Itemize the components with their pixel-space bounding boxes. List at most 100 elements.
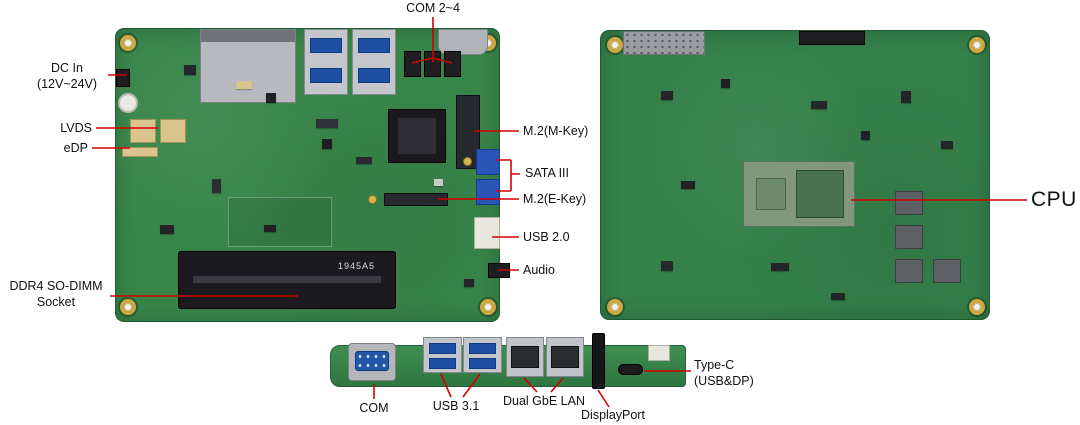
mounting-hole [480, 299, 496, 315]
label-usb31: USB 3.1 [432, 399, 480, 413]
rj45-opening [551, 346, 579, 368]
power-choke [895, 191, 923, 215]
sata-port-2 [476, 179, 500, 205]
label-lvds: LVDS [60, 121, 92, 135]
usb-port [310, 68, 342, 83]
label-ddr4-line2: Socket [36, 294, 76, 309]
lan-port-1 [506, 337, 544, 377]
smd-component [236, 81, 252, 89]
com-dsub-port [348, 343, 396, 381]
label-sata: SATA III [525, 166, 569, 180]
smd-component [264, 225, 276, 232]
mounting-hole [120, 35, 136, 51]
usb-port [358, 68, 390, 83]
smd-component [212, 179, 221, 193]
so-dimm-socket [178, 251, 396, 309]
usb31-stack-1 [423, 337, 462, 373]
label-audio: Audio [523, 263, 555, 277]
audio-header [488, 263, 510, 278]
smd-component [464, 279, 474, 287]
smd-component [831, 293, 845, 300]
label-edp: eDP [63, 141, 88, 155]
dc-in-connector [116, 69, 130, 87]
mounting-hole [120, 299, 136, 315]
sata-port-1 [476, 149, 500, 175]
usb31-stack-2 [463, 337, 502, 373]
rtc-battery [118, 93, 138, 113]
smd-component [160, 225, 174, 234]
com2-header [404, 51, 421, 77]
cpu-die [796, 170, 844, 218]
aux-connector [648, 345, 670, 361]
label-displayport: DisplayPort [581, 408, 645, 422]
smd-component [811, 101, 827, 109]
lan-shield-block [200, 29, 296, 103]
com3-header [424, 51, 441, 77]
mounting-hole [969, 299, 985, 315]
m2-ekey-slot [384, 193, 448, 206]
smd-component [266, 93, 276, 103]
power-choke [933, 259, 961, 283]
type-c-port [618, 364, 643, 375]
label-dc-in-line2: (12V~24V) [36, 76, 98, 91]
label-m2-mkey: M.2(M-Key) [523, 124, 589, 138]
com-dsub-face [355, 351, 389, 371]
label-usb2: USB 2.0 [523, 230, 570, 244]
usb2-header [474, 217, 500, 249]
edge-io-view [330, 333, 686, 393]
cpu-die-small [756, 178, 786, 210]
smd-component [661, 261, 673, 271]
label-lan: Dual GbE LAN [503, 394, 585, 408]
label-typec-line1: Type-C [694, 358, 735, 372]
soc-chip [388, 109, 446, 163]
usb-port [469, 343, 496, 354]
mounting-hole [607, 37, 623, 53]
usb3-stack-1 [304, 29, 348, 95]
usb-port [469, 358, 496, 369]
back-view-board [600, 30, 990, 320]
label-ddr4-line1: DDR4 SO-DIMM [9, 279, 103, 293]
lan-port-2 [546, 337, 584, 377]
label-typec: Type-C (USB&DP) [694, 358, 754, 389]
label-cpu: CPU [1031, 188, 1077, 211]
displayport-connector [592, 333, 605, 389]
lvds-connector-2 [160, 119, 186, 143]
m2-screw [463, 157, 472, 166]
usb3-stack-2 [352, 29, 396, 95]
silkscreen-zone [228, 197, 332, 247]
edp-connector [122, 147, 158, 157]
smd-component [721, 79, 730, 88]
label-m2-ekey: M.2(E-Key) [523, 192, 587, 206]
label-com2-4: COM 2~4 [406, 1, 460, 15]
smd-component [316, 119, 338, 128]
rj45-opening [511, 346, 539, 368]
label-dc-in: DC In (12V~24V) [28, 61, 106, 92]
usb-port [429, 343, 456, 354]
smd-component [434, 179, 443, 186]
connector-solder-side [799, 31, 865, 45]
label-ddr4: DDR4 SO-DIMM Socket [4, 279, 108, 310]
top-view-board: 1945A5 [115, 28, 510, 322]
smd-component [941, 141, 953, 149]
usb-port [429, 358, 456, 369]
power-choke [895, 259, 923, 283]
cpu-package [743, 161, 855, 227]
mounting-hole [969, 37, 985, 53]
mounting-hole [607, 299, 623, 315]
smd-component [681, 181, 695, 189]
dsub-solder-side [623, 31, 705, 55]
com4-header [444, 51, 461, 77]
smd-component [322, 139, 332, 149]
board-silkscreen-text: 1945A5 [338, 261, 376, 271]
smd-component [661, 91, 673, 100]
power-choke [895, 225, 923, 249]
label-com: COM [359, 401, 389, 415]
smd-component [184, 65, 196, 75]
label-dc-in-line1: DC In [51, 61, 83, 75]
smd-component [771, 263, 789, 271]
lvds-connector-1 [130, 119, 156, 143]
smd-component [901, 91, 911, 103]
label-typec-line2: (USB&DP) [694, 373, 754, 388]
usb-port [358, 38, 390, 53]
